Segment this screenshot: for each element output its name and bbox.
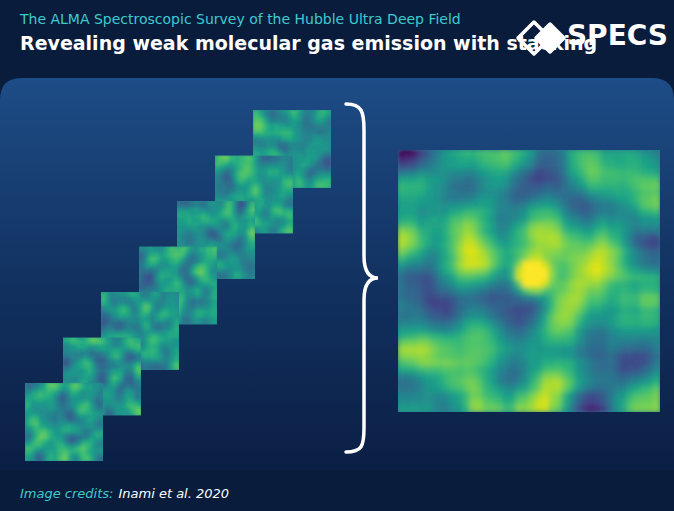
channel-map-stack	[25, 110, 332, 462]
curly-brace	[346, 104, 378, 452]
stacked-image	[398, 150, 661, 413]
credit-source: Inami et al. 2020	[118, 486, 229, 501]
logo-text: SPECS	[567, 19, 668, 52]
survey-header: The ALMA Spectroscopic Survey of the Hub…	[20, 11, 461, 27]
credit-label: Image credits:	[20, 486, 113, 501]
diagram-title: Revealing weak molecular gas emission wi…	[20, 32, 597, 54]
content-panel	[0, 78, 674, 470]
